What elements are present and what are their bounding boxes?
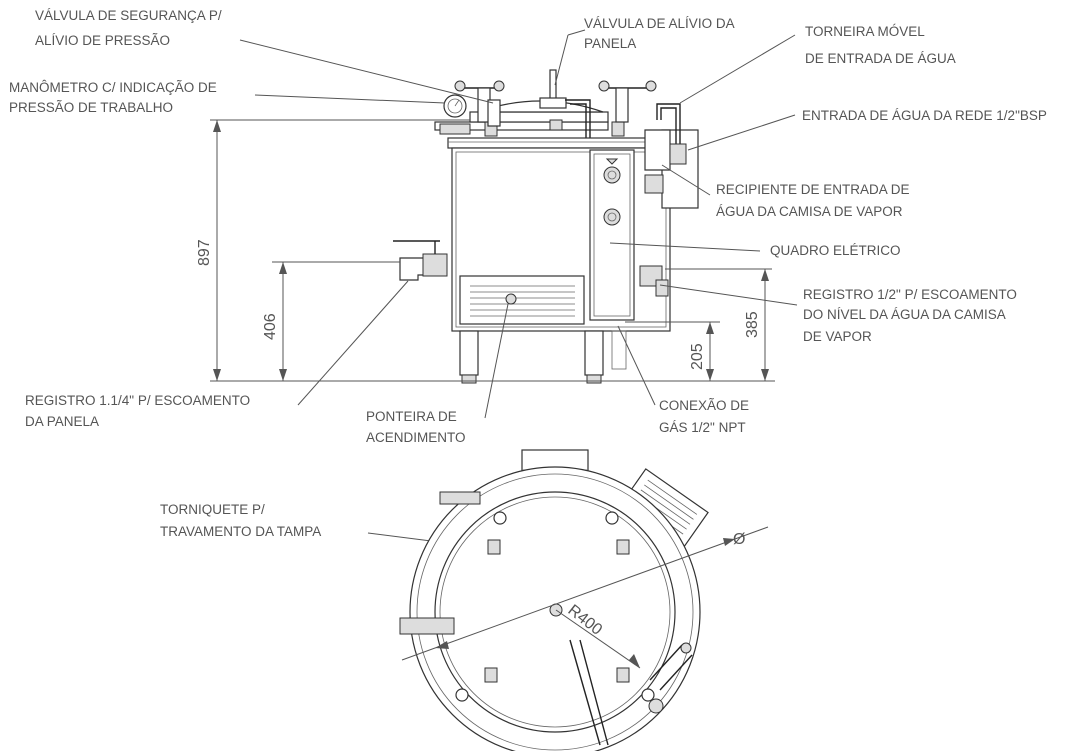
dimension-diameter: Ø xyxy=(733,531,745,548)
label-pan-drain: REGISTRO 1.1/4" P/ ESCOAMENTO DA PANELA xyxy=(25,393,254,429)
leader-lines xyxy=(239,29,798,550)
dimension-jacket-drain-height: 385 xyxy=(744,311,761,338)
label-jacket-drain: REGISTRO 1/2" P/ ESCOAMENTO DO NÍVEL DA … xyxy=(803,287,1021,344)
label-safety-valve: VÁLVULA DE SEGURANÇA P/ ALÍVIO DE PRESSÃ… xyxy=(35,8,225,48)
label-ignition-tip: PONTEIRA DE ACENDIMENTO xyxy=(366,409,466,445)
label-electric-panel: QUADRO ELÉTRICO xyxy=(770,243,901,258)
dimension-total-height: 897 xyxy=(196,239,213,266)
top-view xyxy=(399,449,769,751)
label-gas-connection: CONEXÃO DE GÁS 1/2" NPT xyxy=(659,398,753,435)
dimension-drain-height: 406 xyxy=(262,313,279,340)
front-view xyxy=(210,69,775,384)
label-water-tap: TORNEIRA MÓVEL DE ENTRADA DE ÁGUA xyxy=(805,24,956,66)
label-relief-valve: VÁLVULA DE ALÍVIO DA PANELA xyxy=(584,16,738,51)
label-water-inlet: ENTRADA DE ÁGUA DA REDE 1/2"BSP xyxy=(802,108,1047,123)
label-jacket-container: RECIPIENTE DE ENTRADA DE ÁGUA DA CAMISA … xyxy=(716,182,913,219)
label-lid-lock: TORNIQUETE P/ TRAVAMENTO DA TAMPA xyxy=(160,502,321,539)
burner-grille xyxy=(459,275,585,325)
dimension-gas-height: 205 xyxy=(689,343,706,370)
label-manometer: MANÔMETRO C/ INDICAÇÃO DE PRESSÃO DE TRA… xyxy=(9,80,221,115)
dimension-lines xyxy=(213,120,772,381)
